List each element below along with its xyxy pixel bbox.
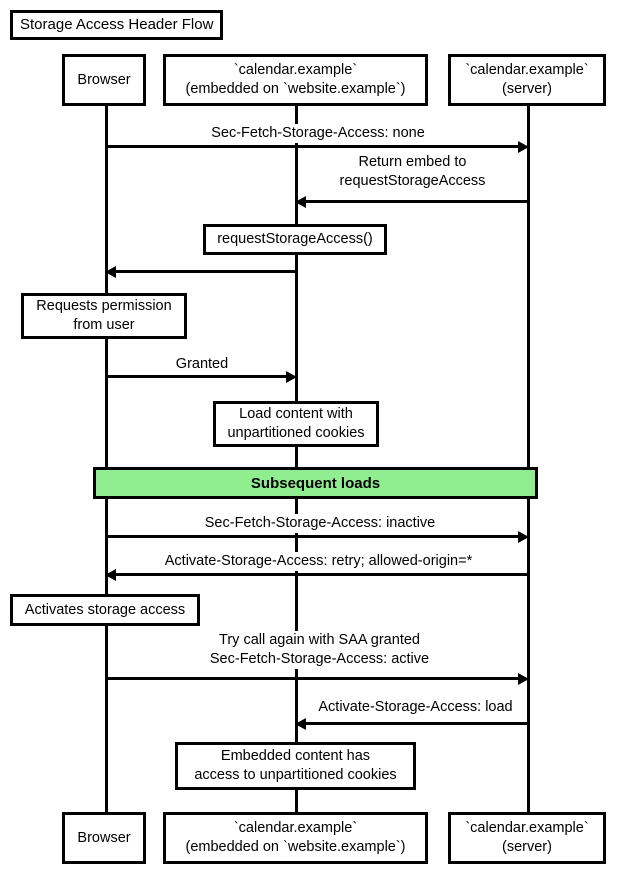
- participant-label: Browser: [77, 70, 131, 90]
- note-activates-storage-access: Activates storage access: [10, 594, 200, 626]
- arrowhead-left-icon: [105, 265, 116, 278]
- lifeline-embed: [295, 106, 298, 812]
- participant-embed-bottom[interactable]: `calendar.example` (embedded on `website…: [163, 812, 428, 864]
- message-arrow-return-embed: [306, 200, 530, 203]
- divider-label: Subsequent loads: [250, 474, 381, 492]
- note-text: Activates storage access: [24, 601, 186, 618]
- note-load-content: Load content with unpartitioned cookies: [213, 401, 379, 447]
- message-arrow-granted: [105, 375, 287, 378]
- message-label-sec-fetch-none: Sec-Fetch-Storage-Access: none: [190, 124, 446, 143]
- note-text: Load content with unpartitioned cookies: [227, 406, 365, 441]
- participant-label: `calendar.example` (server): [465, 819, 589, 857]
- note-embedded-content-access: Embedded content has access to unpartiti…: [175, 742, 416, 790]
- participant-embed-top[interactable]: `calendar.example` (embedded on `website…: [163, 54, 428, 106]
- arrowhead-right-icon: [286, 370, 297, 383]
- message-label-activate-load: Activate-Storage-Access: load: [305, 698, 526, 717]
- participant-label: Browser: [77, 828, 131, 848]
- divider-subsequent-loads: Subsequent loads: [93, 467, 538, 499]
- note-text: Requests permission from user: [36, 298, 172, 333]
- message-arrow-activate-retry: [116, 573, 530, 576]
- participant-browser-top[interactable]: Browser: [62, 54, 146, 106]
- message-arrow-activate-load: [306, 722, 530, 725]
- message-label-granted: Granted: [167, 355, 237, 374]
- message-arrow-sec-fetch-none: [105, 145, 519, 148]
- participant-server-top[interactable]: `calendar.example` (server): [448, 54, 606, 106]
- arrowhead-left-icon: [105, 568, 116, 581]
- participant-label: `calendar.example` (embedded on `website…: [185, 61, 406, 99]
- arrowhead-right-icon: [518, 672, 529, 685]
- lifeline-browser: [105, 106, 108, 812]
- participant-server-bottom[interactable]: `calendar.example` (server): [448, 812, 606, 864]
- message-label-return-embed: Return embed to requestStorageAccess: [327, 153, 498, 191]
- message-arrow-sec-fetch-inactive: [105, 535, 519, 538]
- participant-browser-bottom[interactable]: Browser: [62, 812, 146, 864]
- arrowhead-left-icon: [295, 195, 306, 208]
- arrowhead-left-icon: [295, 717, 306, 730]
- note-text: Embedded content has access to unpartiti…: [194, 748, 397, 783]
- participant-label: `calendar.example` (server): [465, 61, 589, 99]
- arrowhead-right-icon: [518, 530, 529, 543]
- message-arrow-request-storage-access: [116, 270, 298, 273]
- message-arrow-try-call-again: [105, 677, 519, 680]
- note-requests-permission: Requests permission from user: [21, 293, 187, 339]
- page-title: Storage Access Header Flow: [20, 16, 214, 33]
- lifeline-server: [527, 106, 530, 812]
- note-request-storage-access-call: requestStorageAccess(): [203, 224, 387, 255]
- message-label-try-call-again: Try call again with SAA granted Sec-Fetc…: [197, 631, 442, 669]
- arrowhead-right-icon: [518, 140, 529, 153]
- note-text: requestStorageAccess(): [217, 231, 373, 248]
- message-label-sec-fetch-inactive: Sec-Fetch-Storage-Access: inactive: [190, 514, 450, 533]
- message-label-activate-retry: Activate-Storage-Access: retry; allowed-…: [146, 552, 491, 571]
- diagram-title-box: Storage Access Header Flow: [10, 10, 224, 41]
- participant-label: `calendar.example` (embedded on `website…: [185, 819, 406, 857]
